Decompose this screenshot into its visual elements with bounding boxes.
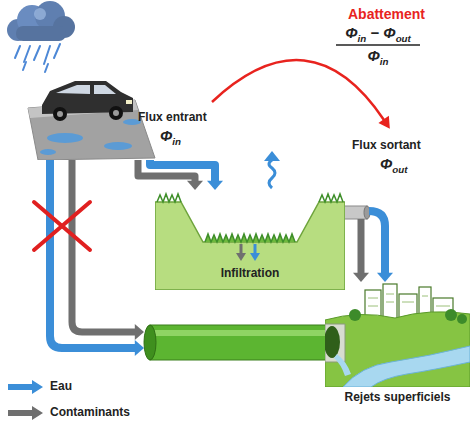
- cross-mark: [34, 202, 90, 250]
- fraction-bar: [336, 44, 420, 46]
- runoff-surface: Flux entrantΦin: [20, 60, 220, 160]
- flow-connector: [138, 160, 223, 190]
- basin-label: Infiltration: [221, 266, 280, 281]
- formula-numerator: Φin − Φout: [328, 24, 428, 42]
- receiving-environment: Rejets superficiels: [325, 282, 470, 410]
- outlet-label: Rejets superficiels: [344, 390, 450, 405]
- legend-text: Eau: [50, 379, 72, 394]
- arrow-head: [187, 181, 203, 190]
- rain-cloud: [7, 1, 75, 72]
- formula-denominator: Φin: [328, 47, 428, 65]
- legend-swatch: [8, 380, 44, 394]
- infiltration-basin: Infiltration: [155, 190, 345, 290]
- abatement-arrow: [212, 60, 389, 127]
- flow-connector: [343, 206, 393, 282]
- flow-line: [50, 160, 135, 348]
- flow-line: [358, 219, 365, 273]
- city-and-river: [325, 282, 470, 387]
- storm-sewer-pipe: [150, 325, 333, 360]
- legend-swatch: [8, 406, 44, 420]
- pipe-inlet: [144, 325, 156, 360]
- legend-text: Contaminants: [50, 405, 130, 420]
- arrow-head: [207, 181, 223, 190]
- outflow-symbol: Φout: [380, 155, 408, 173]
- outflow-label: Flux sortant: [352, 138, 421, 153]
- outlet-pipe: [343, 206, 367, 219]
- flow-label: Flux entrant: [138, 110, 207, 125]
- abatement-title: Abattement: [348, 6, 425, 23]
- flow-line: [150, 160, 215, 181]
- arrow-head: [353, 273, 369, 282]
- pipe-highlight: [150, 330, 333, 336]
- arrow-head: [377, 273, 393, 282]
- arrow-head: [135, 324, 144, 340]
- flow-symbol: Φin: [160, 127, 181, 145]
- evapotranspiration-arrow: [264, 151, 280, 188]
- flow-line: [72, 160, 135, 332]
- flow-line: [369, 211, 385, 273]
- arrow-head: [135, 340, 144, 356]
